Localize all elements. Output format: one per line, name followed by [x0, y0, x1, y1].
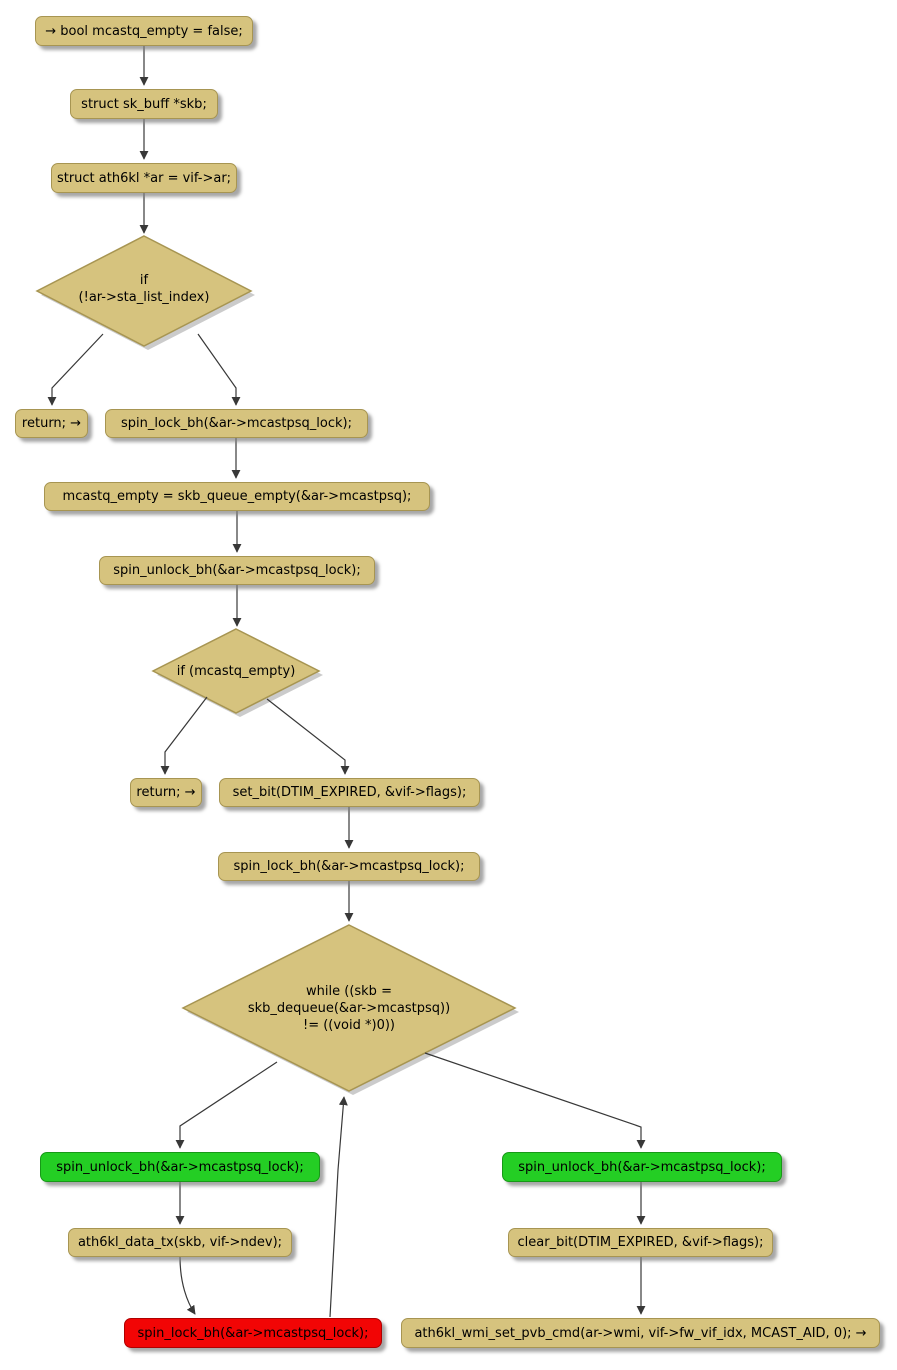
edge-while-to-unlock-exit: [424, 1052, 646, 1149]
edges: [47, 46, 646, 1318]
edge-datatx-to-lockloop: [179, 1256, 196, 1315]
node-set-bit: set_bit(DTIM_EXPIRED, &vif->flags);: [219, 778, 480, 807]
node-spin-unlock-1: spin_unlock_bh(&ar->mcastpsq_lock);: [99, 556, 375, 585]
node-spin-lock-1: spin_lock_bh(&ar->mcastpsq_lock);: [105, 409, 368, 438]
node-data-tx: ath6kl_data_tx(skb, vif->ndev);: [68, 1228, 292, 1257]
node-ar-declaration: struct ath6kl *ar = vif->ar;: [51, 163, 237, 193]
decision-if-mcastq-empty-label: if (mcastq_empty): [176, 664, 296, 679]
node-spin-unlock-loop: spin_unlock_bh(&ar->mcastpsq_lock);: [40, 1152, 320, 1182]
node-start-declaration: → bool mcastq_empty = false;: [35, 16, 253, 46]
decision-while-skb-dequeue-label: while ((skb = skb_dequeue(&ar->mcastpsq)…: [247, 984, 451, 1033]
node-return-1: return; →: [15, 409, 88, 438]
edge-if1-to-return1: [47, 333, 104, 406]
decision-if-sta-list-index: [35, 235, 253, 347]
node-spin-unlock-exit: spin_unlock_bh(&ar->mcastpsq_lock);: [502, 1152, 782, 1182]
edge-if2-to-setbit: [266, 698, 350, 775]
edge-if2-to-return2: [160, 696, 208, 775]
node-return-2: return; →: [130, 778, 202, 807]
edge-if1-to-lock1: [197, 333, 241, 406]
node-clear-bit: clear_bit(DTIM_EXPIRED, &vif->flags);: [508, 1228, 773, 1257]
node-set-pvb-cmd: ath6kl_wmi_set_pvb_cmd(ar->wmi, vif->fw_…: [401, 1318, 880, 1348]
edge-lockloop-back-to-while: [329, 1096, 348, 1318]
decision-while-skb-dequeue: [181, 924, 517, 1092]
node-skb-declaration: struct sk_buff *skb;: [70, 89, 218, 119]
node-queue-empty-check: mcastq_empty = skb_queue_empty(&ar->mcas…: [44, 482, 430, 511]
node-spin-lock-2: spin_lock_bh(&ar->mcastpsq_lock);: [218, 852, 480, 881]
edge-while-to-unlock-loop: [175, 1061, 278, 1149]
node-spin-lock-loop: spin_lock_bh(&ar->mcastpsq_lock);: [124, 1318, 382, 1348]
decision-if-mcastq-empty: [151, 628, 321, 714]
decision-if-sta-list-index-label: if (!ar->sta_list_index): [78, 273, 210, 305]
